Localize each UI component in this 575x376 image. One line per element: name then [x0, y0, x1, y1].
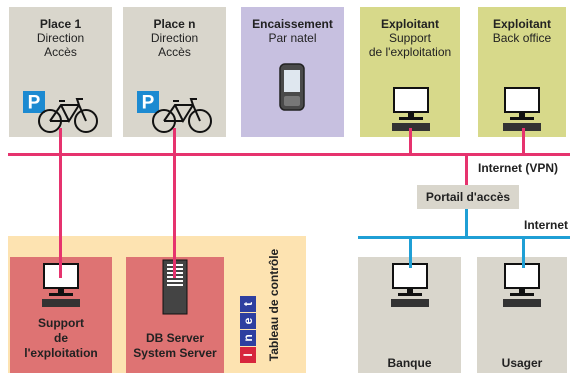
computer-icon [503, 87, 541, 131]
computer-icon [391, 263, 429, 307]
support-line3: l'exploitation [24, 346, 98, 360]
place-1-line1: Direction [36, 31, 85, 45]
internet-vpn-label: Internet (VPN) [478, 161, 559, 175]
parking-bicycle-icon: P [137, 91, 212, 133]
vpn-drop-place-1 [59, 128, 62, 278]
payment-line1: Par natel [268, 31, 317, 45]
place-n-line2: Accès [158, 45, 191, 59]
inet-letter-n [240, 330, 256, 346]
operator-support-line2: de l'exploitation [368, 45, 452, 59]
server-line1: DB Server [145, 331, 205, 345]
internet-bus-line [358, 236, 570, 239]
operator-support-title: Exploitant [380, 17, 439, 31]
dashboard-label: Tableau de contrôle [267, 248, 281, 361]
inet-letter-e [240, 313, 256, 329]
inet-letter-t [240, 296, 256, 312]
access-portal-label: Portail d'accès [425, 190, 511, 204]
operator-backoffice-box: Exploitant Back office [478, 7, 566, 137]
svg-text:n: n [241, 334, 255, 341]
internet-label: Internet [524, 218, 569, 232]
internet-drop-bank [409, 238, 412, 268]
vpn-drop-operator-backoffice [522, 128, 525, 155]
svg-text:P: P [28, 93, 41, 114]
place-n-line1: Direction [150, 31, 199, 45]
vpn-drop-place-n [173, 128, 176, 278]
payment-title: Encaissement [252, 17, 333, 31]
internet-drop-user [522, 238, 525, 268]
place-n-title: Place n [153, 17, 196, 31]
vpn-bus-line [8, 153, 570, 156]
operator-support-box: Exploitant Support de l'exploitation [360, 7, 460, 137]
bank-box: Banque [358, 257, 461, 373]
inet-logo: I n e t [240, 295, 256, 363]
support-line1: Support [38, 316, 84, 330]
inet-letter-i [240, 347, 256, 363]
computer-icon [392, 87, 430, 131]
computer-icon [42, 263, 80, 307]
inet-letters: I n e t [241, 302, 255, 357]
place-1-box: Place 1 Direction Accès P [9, 7, 112, 137]
place-1-title: Place 1 [39, 17, 82, 31]
user-label: Usager [501, 356, 543, 370]
svg-text:Tableau de contrôle: Tableau de contrôle [267, 248, 281, 361]
vpn-drop-operator-support [409, 128, 412, 155]
place-n-box: Place n Direction Accès P [123, 7, 226, 137]
operator-backoffice-title: Exploitant [492, 17, 551, 31]
svg-text:I: I [241, 353, 255, 356]
svg-text:t: t [241, 302, 255, 306]
operator-support-line1: Support [388, 31, 432, 45]
operator-backoffice-line1: Back office [492, 31, 552, 45]
place-1-line2: Accès [44, 45, 77, 59]
db-server-box: DB Server System Server [126, 257, 224, 373]
svg-text:P: P [142, 93, 155, 114]
portal-to-internet-line [465, 209, 468, 237]
user-box: Usager [477, 257, 567, 373]
payment-box: Encaissement Par natel [241, 7, 344, 137]
vpn-to-portal-line [465, 155, 468, 185]
parking-bicycle-icon: P [23, 91, 98, 133]
server-line2: System Server [133, 346, 217, 360]
computer-icon [503, 263, 541, 307]
support-line2: de [53, 331, 68, 345]
bank-label: Banque [387, 356, 432, 370]
mobile-phone-icon [279, 63, 305, 111]
access-portal: Portail d'accès [417, 185, 519, 209]
svg-text:e: e [241, 317, 255, 324]
